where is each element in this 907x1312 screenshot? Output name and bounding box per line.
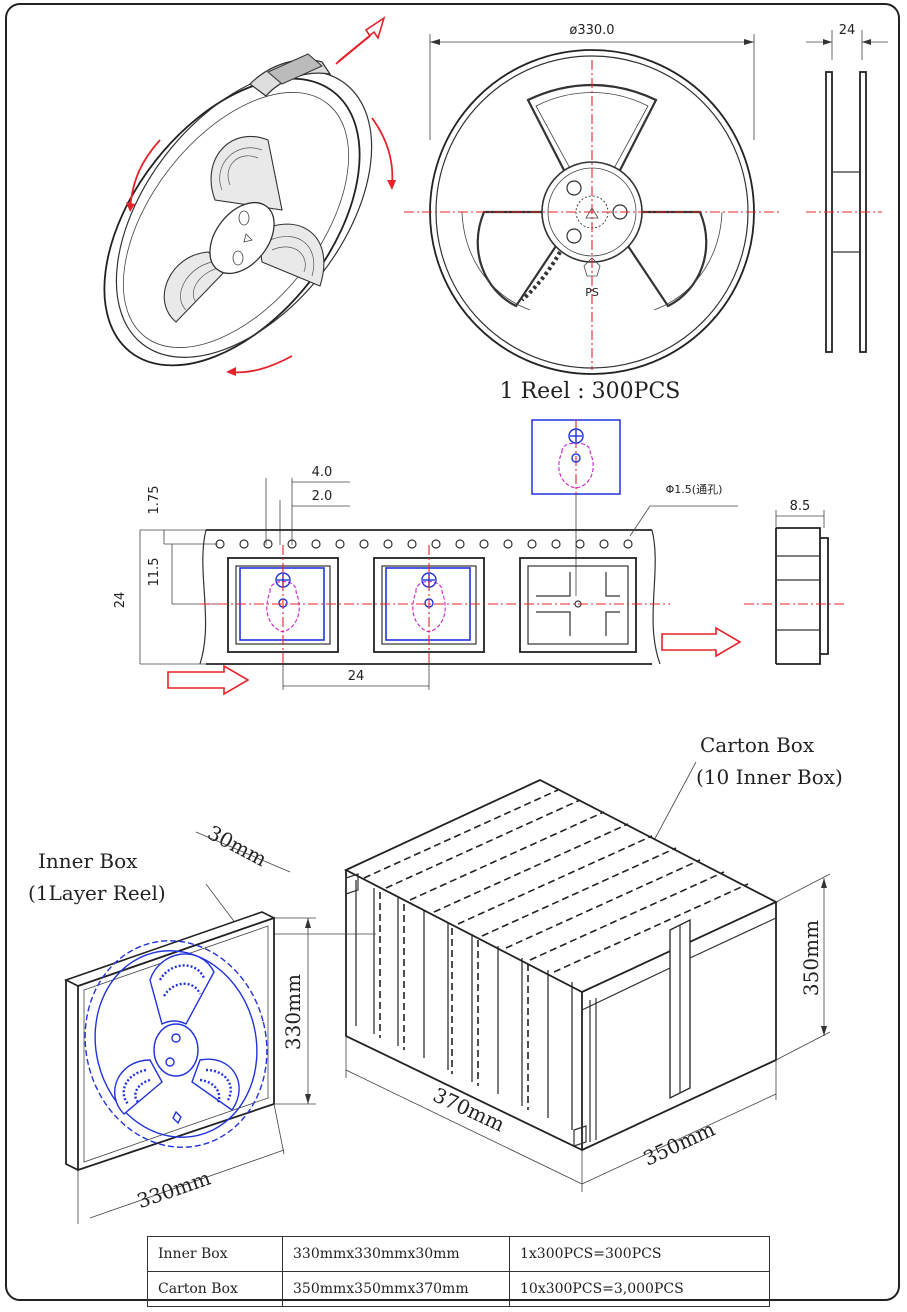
table-cell-name: Inner Box — [147, 1236, 283, 1272]
reel-capacity-caption: 1 Reel : 300PCS — [500, 379, 681, 404]
inner-box-thickness-label: 30mm — [204, 820, 271, 871]
carton-height-label: 350mm — [799, 920, 823, 996]
inner-box-title-line2: (1Layer Reel) — [28, 881, 166, 905]
reel-isometric-view — [103, 16, 396, 376]
inner-box-title-line1: Inner Box — [38, 849, 138, 873]
tape-width-dim-label: 24 — [113, 592, 128, 609]
center-dim-label: 11.5 — [147, 558, 162, 587]
pitch-dim-label: 4.0 — [312, 465, 333, 480]
component-pitch-dim-label: 24 — [348, 669, 365, 684]
hole-diameter-label: Φ1.5(通孔) — [666, 483, 723, 496]
inner-box-view: Inner Box (1Layer Reel) 30mm 330mm 33 — [28, 820, 316, 1224]
reel-width-label: 24 — [839, 23, 856, 38]
table-cell-size: 330mmx330mmx30mm — [282, 1236, 510, 1272]
edge-dim-label: 1.75 — [147, 486, 162, 515]
svg-text:PS: PS — [585, 286, 599, 299]
table-cell-size: 350mmx350mmx370mm — [282, 1271, 510, 1307]
hole-offset-dim-label: 2.0 — [312, 489, 333, 504]
inner-box-width-label: 330mm — [134, 1166, 214, 1213]
carton-title-line1: Carton Box — [700, 733, 815, 757]
carton-box-view: Carton Box (10 Inner Box) 350m — [274, 733, 843, 1192]
carrier-tape-view: 4.0 2.0 1.75 11.5 24 Φ1.5(通孔) — [113, 419, 844, 696]
table-row: Inner Box 330mmx330mmx30mm 1x300PCS=300P… — [147, 1236, 770, 1272]
carton-width-label: 350mm — [639, 1117, 718, 1171]
table-cell-qty: 10x300PCS=3,000PCS — [509, 1271, 770, 1307]
reel-front-view: ø330.0 PS — [404, 23, 780, 375]
inner-box-height-label: 330mm — [281, 974, 305, 1050]
reel-diameter-label: ø330.0 — [569, 23, 614, 38]
pocket-depth-dim-label: 8.5 — [790, 499, 811, 514]
reel-side-view: 24 — [806, 23, 888, 353]
packing-spec-table: Inner Box 330mmx330mmx30mm 1x300PCS=300P… — [147, 1236, 770, 1307]
carton-length-label: 370mm — [429, 1083, 508, 1137]
table-cell-qty: 1x300PCS=300PCS — [509, 1236, 770, 1272]
table-row: Carton Box 350mmx350mmx370mm 10x300PCS=3… — [147, 1271, 770, 1307]
carton-title-line2: (10 Inner Box) — [696, 765, 843, 789]
table-cell-name: Carton Box — [147, 1271, 283, 1307]
